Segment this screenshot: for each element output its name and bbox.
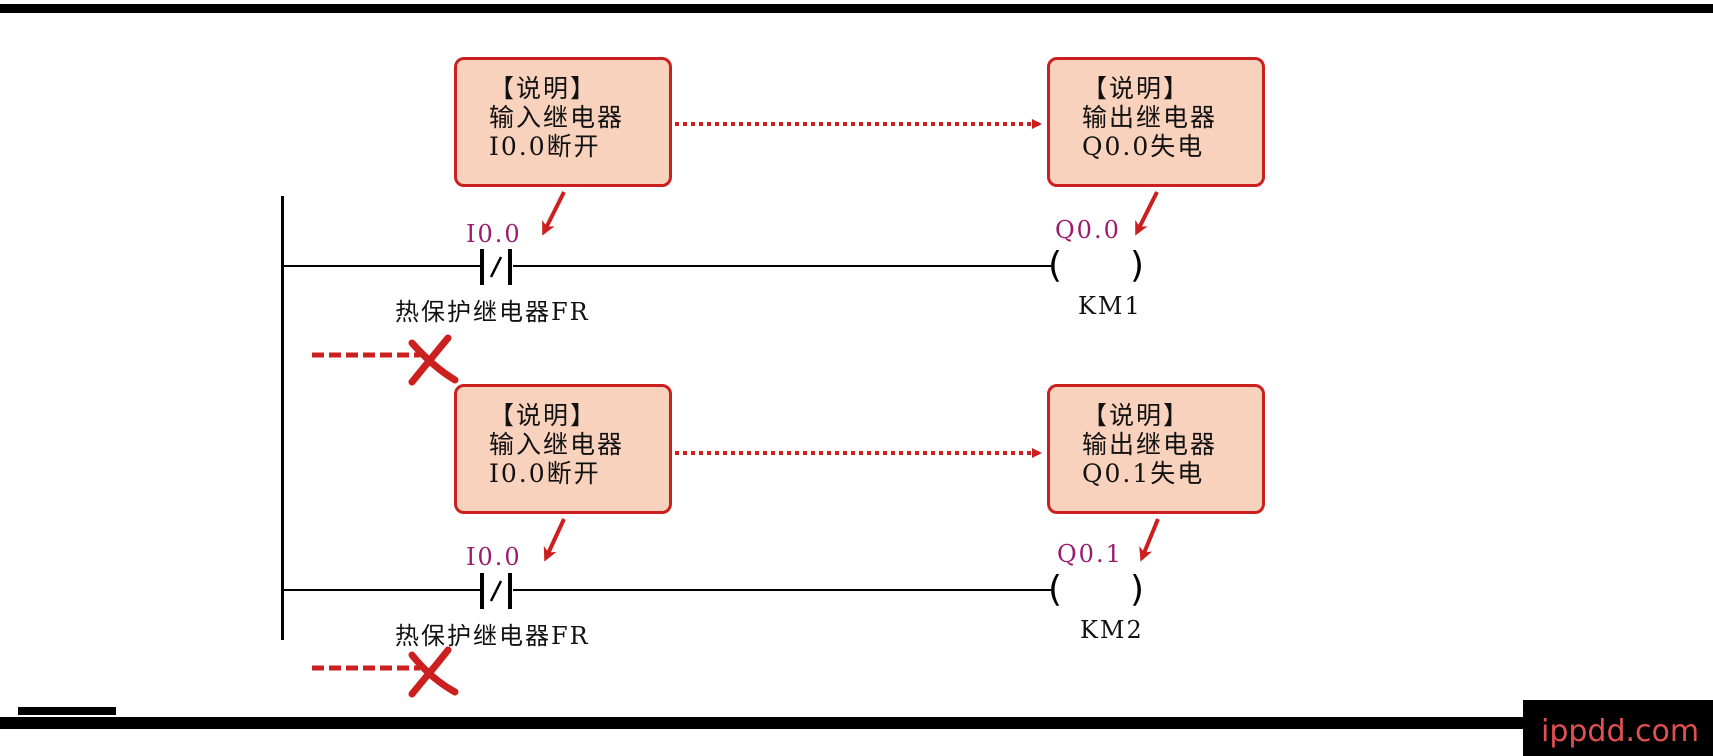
note-line: Q0.0失电 (1082, 132, 1205, 161)
note-line: 输出继电器 (1082, 103, 1218, 132)
note-line: 输入继电器 (489, 103, 625, 132)
note-title: 【说明】 (489, 401, 598, 430)
watermark-text: ippdd.com (1541, 714, 1700, 749)
note-title: 【说明】 (1082, 74, 1191, 103)
rung2-output-note: 【说明】 输出继电器 Q0.1失电 (1047, 384, 1265, 514)
rung1-coil-right-paren: ) (1130, 245, 1145, 286)
rung1-input-note: 【说明】 输入继电器 I0.0断开 (454, 57, 672, 187)
rung2-input-note: 【说明】 输入继电器 I0.0断开 (454, 384, 672, 514)
note-title: 【说明】 (489, 74, 598, 103)
rung2-coil-label: KM2 (1080, 616, 1144, 644)
rung1-contact-address: I0.0 (466, 220, 522, 248)
rung1-coil-pointer-arrow (1135, 191, 1159, 236)
rung2-coil-right-paren: ) (1130, 569, 1145, 610)
rung2-coil-address: Q0.1 (1057, 540, 1123, 568)
rung2-coil-pointer-arrow (1139, 518, 1160, 562)
bottom-border (0, 717, 1713, 729)
rung1-contact-pointer-arrow (542, 191, 566, 236)
note-title: 【说明】 (1082, 401, 1191, 430)
note-line: Q0.1失电 (1082, 459, 1205, 488)
rung2-cross-icon (408, 646, 459, 698)
rung1-coil-address: Q0.0 (1055, 216, 1121, 244)
rung1-coil-label: KM1 (1078, 292, 1142, 320)
rung1-wire-left (283, 265, 481, 267)
rung1-nc-contact (480, 249, 512, 285)
bottom-left-mark (18, 707, 116, 715)
rung2-contact-address: I0.0 (466, 543, 522, 571)
rung2-nc-contact (480, 573, 512, 609)
rung1-wire-right (513, 265, 1051, 267)
note-line: I0.0断开 (489, 132, 601, 161)
rung1-cross-icon (408, 334, 459, 386)
rung2-contact-pointer-arrow (543, 518, 566, 562)
rung2-wire-right (513, 589, 1051, 591)
rung2-coil-left-paren: ( (1048, 569, 1063, 610)
watermark: ippdd.com (1523, 700, 1713, 756)
top-border (0, 4, 1713, 13)
note-line: 输入继电器 (489, 430, 625, 459)
note-line: I0.0断开 (489, 459, 601, 488)
rung1-coil-left-paren: ( (1048, 245, 1063, 286)
rung2-wire-left (283, 589, 481, 591)
rung1-contact-label: 热保护继电器FR (395, 298, 590, 326)
left-power-rail (281, 196, 284, 640)
note-line: 输出继电器 (1082, 430, 1218, 459)
rung1-output-note: 【说明】 输出继电器 Q0.0失电 (1047, 57, 1265, 187)
rung2-contact-label: 热保护继电器FR (395, 622, 590, 650)
